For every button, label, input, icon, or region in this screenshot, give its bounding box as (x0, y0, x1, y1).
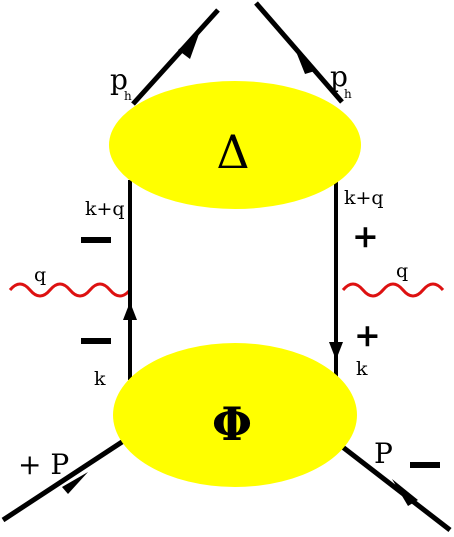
kq-left-label: k+q (85, 198, 125, 220)
k-left-label: k (94, 368, 106, 390)
ph-left-subscript: h (124, 89, 132, 103)
photon-line-right (341, 282, 445, 298)
arrow-left-up (123, 302, 137, 320)
ph-right-label: p (330, 60, 348, 93)
arrow-hadron-out-right (293, 44, 315, 74)
plus-sign-lower-right: + (354, 316, 381, 354)
fragmentation-symbol: Δ (216, 125, 249, 179)
kq-right-label: k+q (344, 187, 384, 209)
plus-sign-upper-right: + (352, 217, 379, 255)
proton-in-line (1, 437, 127, 523)
q-right-label: q (396, 260, 408, 282)
minus-sign-lower-left (81, 338, 111, 344)
arrow-proton-out (392, 479, 418, 506)
proton-out-line (338, 443, 452, 532)
arrow-right-down (329, 342, 343, 360)
ph-right-subscript: h (344, 87, 352, 101)
distribution-blob (113, 343, 357, 487)
minus-sign-p-right (410, 462, 440, 468)
p-out-label: P (374, 437, 393, 470)
q-left-label: q (34, 264, 46, 286)
k-right-label: k (356, 358, 368, 380)
hadron-out-left (131, 8, 220, 106)
photon-line-left (8, 282, 132, 298)
arrow-hadron-out-left (178, 31, 200, 59)
arrow-proton-in (62, 472, 88, 494)
distribution-symbol: Φ (212, 397, 252, 451)
minus-sign-upper-left (81, 237, 111, 243)
p-in-label: + P (18, 448, 69, 481)
fragmentation-blob (109, 81, 361, 209)
ph-left-label: p (110, 63, 128, 96)
